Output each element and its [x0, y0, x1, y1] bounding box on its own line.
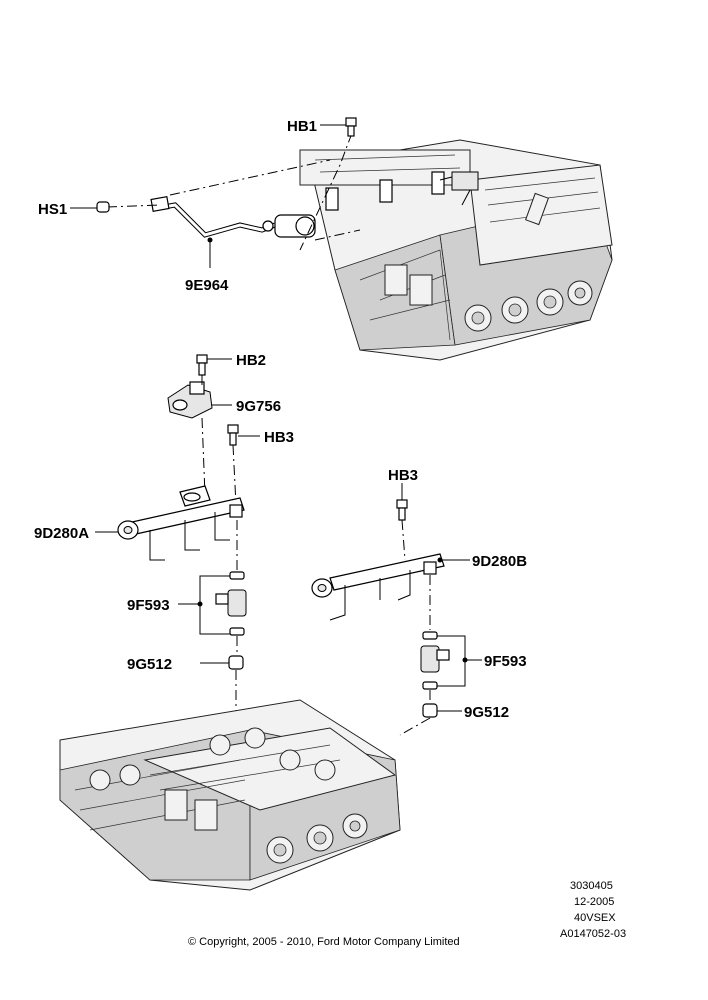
drawing-date: 12-2005	[574, 896, 614, 908]
bolt-hb2	[196, 354, 208, 376]
label-9g512-left: 9G512	[127, 656, 172, 673]
clip-hs1	[96, 201, 110, 213]
label-hb2: HB2	[236, 352, 266, 369]
drawing-ref: A0147052-03	[560, 928, 626, 940]
injector-right	[420, 631, 450, 690]
drawing-code: 3030405	[570, 880, 613, 892]
cup-9g512-right	[422, 703, 438, 718]
injector-left	[215, 571, 247, 636]
label-9f593-left: 9F593	[127, 597, 170, 614]
label-9f593-right: 9F593	[484, 653, 527, 670]
label-9d280b: 9D280B	[472, 553, 527, 570]
upper-engine-assembly	[299, 139, 613, 361]
label-9g756: 9G756	[236, 398, 281, 415]
label-hb1: HB1	[287, 118, 317, 135]
drawing-model: 40VSEX	[574, 912, 616, 924]
fuel-pressure-line	[150, 196, 316, 238]
label-hb3-right: HB3	[388, 467, 418, 484]
label-9d280a: 9D280A	[34, 525, 89, 542]
cup-9g512-left	[228, 655, 244, 670]
label-9g512-right: 9G512	[464, 704, 509, 721]
lower-cylinder-heads	[59, 699, 401, 891]
fuel-rail-right	[311, 553, 445, 621]
label-hs1: HS1	[38, 201, 67, 218]
label-9e964: 9E964	[185, 277, 229, 294]
copyright-notice: © Copyright, 2005 - 2010, Ford Motor Com…	[188, 936, 460, 948]
drawing-metadata: 3030405 12-2005 40VSEX A0147052-03	[560, 880, 626, 940]
bolt-hb3-left	[227, 424, 239, 446]
label-hb3-left: HB3	[264, 429, 294, 446]
bolt-hb3-right	[396, 499, 408, 521]
fuel-pressure-sensor	[167, 381, 213, 419]
fuel-rail-left	[117, 485, 245, 561]
bolt-hb1	[345, 117, 357, 137]
